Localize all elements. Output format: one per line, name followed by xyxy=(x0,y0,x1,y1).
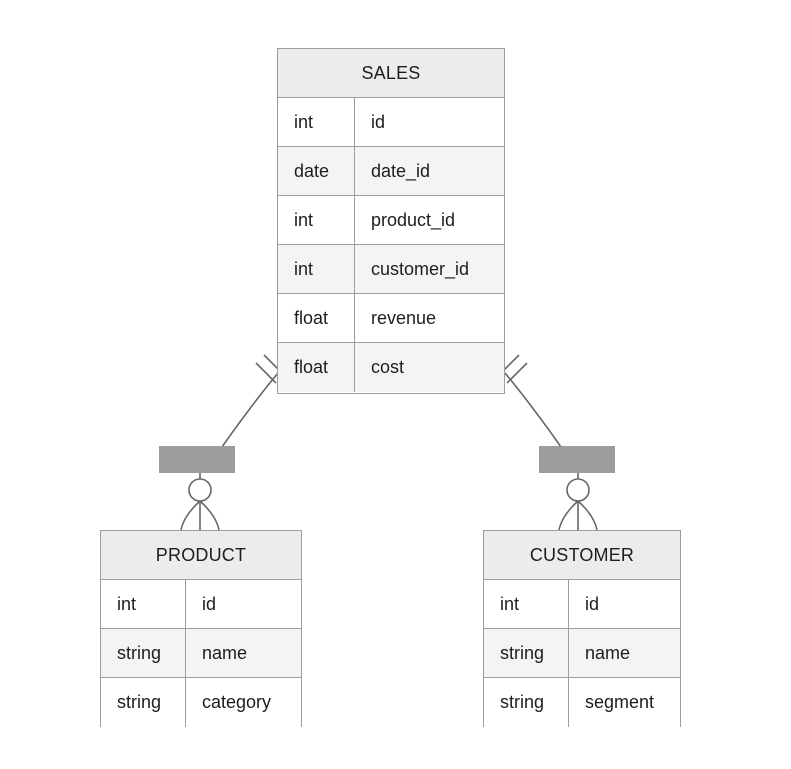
crowsfoot-prong-right-customer xyxy=(577,500,598,531)
cardinality-zero-circle-customer xyxy=(566,478,590,502)
connector-line-sales-product xyxy=(221,372,279,448)
attribute-name: segment xyxy=(585,692,655,712)
entity-customer-title: CUSTOMER xyxy=(484,531,680,580)
attribute-type: int xyxy=(484,580,569,628)
crowsfoot-prong-left-product xyxy=(180,500,201,531)
table-row: int product_id xyxy=(278,196,504,245)
attribute-name: customer_id xyxy=(371,258,470,279)
attribute-type: date xyxy=(278,147,355,195)
relationship-label-sales-product[interactable] xyxy=(159,446,235,473)
cardinality-one-bar-a-sales-product xyxy=(255,362,277,384)
attribute-type: string xyxy=(101,629,186,677)
attribute-type: string xyxy=(101,678,186,727)
attribute-name: date_id xyxy=(371,160,431,181)
attribute-type: string xyxy=(484,678,569,727)
table-row: float revenue xyxy=(278,294,504,343)
attribute-name: name xyxy=(585,642,631,663)
entity-customer[interactable]: CUSTOMER int id string name string segme… xyxy=(483,530,681,727)
cardinality-one-bar-a-sales-customer xyxy=(506,362,528,384)
table-row: string segment xyxy=(484,678,680,727)
connector-line-sales-customer xyxy=(504,372,562,448)
table-row: date date_id xyxy=(278,147,504,196)
entity-sales[interactable]: SALES int id date date_id int product_id… xyxy=(277,48,505,394)
entity-product[interactable]: PRODUCT int id string name string catego… xyxy=(100,530,302,727)
relationship-label-sales-customer[interactable] xyxy=(539,446,615,473)
table-row: int customer_id xyxy=(278,245,504,294)
table-row: string category xyxy=(101,678,301,727)
cardinality-zero-circle-product xyxy=(188,478,212,502)
attribute-name: category xyxy=(202,692,272,712)
entity-sales-title: SALES xyxy=(278,49,504,98)
attribute-type: int xyxy=(278,245,355,293)
attribute-type: string xyxy=(484,629,569,677)
attribute-name: id xyxy=(371,111,386,132)
table-row: string name xyxy=(484,629,680,678)
entity-product-title: PRODUCT xyxy=(101,531,301,580)
attribute-name: cost xyxy=(371,357,405,377)
attribute-type: float xyxy=(278,343,355,392)
attribute-type: int xyxy=(278,196,355,244)
crowsfoot-prong-right-product xyxy=(199,500,220,531)
table-row: string name xyxy=(101,629,301,678)
attribute-name: name xyxy=(202,642,248,663)
table-row: int id xyxy=(484,580,680,629)
attribute-name: id xyxy=(202,593,217,614)
table-row: float cost xyxy=(278,343,504,392)
attribute-name: product_id xyxy=(371,209,456,230)
crowsfoot-prong-left-customer xyxy=(558,500,579,531)
attribute-name: revenue xyxy=(371,307,437,328)
table-row: int id xyxy=(101,580,301,629)
table-row: int id xyxy=(278,98,504,147)
attribute-type: float xyxy=(278,294,355,342)
attribute-name: id xyxy=(585,593,600,614)
attribute-type: int xyxy=(101,580,186,628)
attribute-type: int xyxy=(278,98,355,146)
